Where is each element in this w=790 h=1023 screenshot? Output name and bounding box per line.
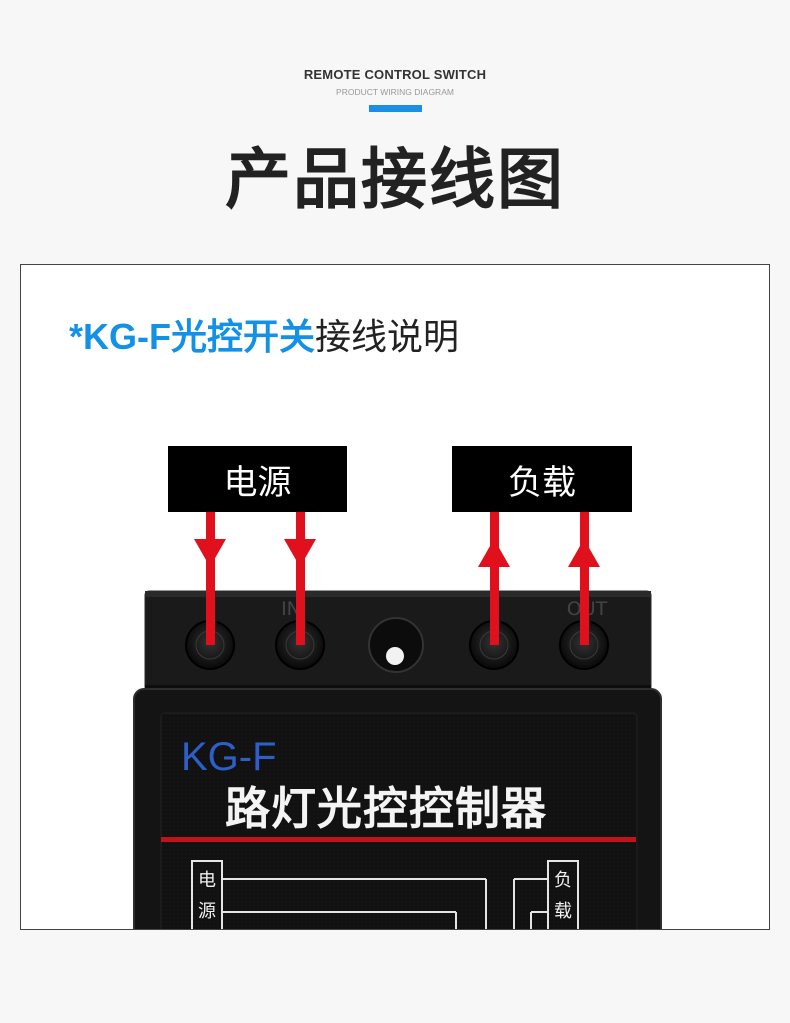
terminal-label-in: IN: [281, 598, 301, 620]
panel-title-rest: 接线说明: [315, 317, 460, 358]
header-title-en: REMOTE CONTROL SWITCH: [303, 67, 487, 82]
power-wire-1: [194, 512, 226, 645]
load-label: 负载: [452, 446, 632, 512]
header-subtitle-en: PRODUCT WIRING DIAGRAM: [336, 87, 454, 97]
inner-schematic: [191, 860, 579, 929]
device-name: 路灯光控控制器: [225, 782, 547, 835]
schematic-power-char-1: 电: [198, 870, 216, 891]
load-wire-2: [568, 512, 600, 645]
schematic-load-char-2: 载: [554, 901, 572, 922]
load-wire-1: [478, 512, 510, 645]
power-label: 电源: [168, 446, 347, 512]
schematic-power-char-2: 源: [198, 901, 216, 922]
page-title: 产品接线图: [225, 141, 565, 218]
power-wire-2: [284, 512, 316, 645]
panel-title: *KG-F光控开关接线说明: [69, 315, 459, 360]
device-model: KG-F: [181, 735, 277, 779]
wiring-diagram-panel: *KG-F光控开关接线说明 IN OUT: [20, 264, 770, 930]
header-accent-bar: [369, 105, 422, 112]
device-red-line: [161, 837, 636, 842]
controller-device: IN OUT KG-F 路灯光控控制器: [133, 512, 662, 929]
schematic-load-char-1: 负: [554, 870, 572, 891]
light-sensor: [368, 617, 424, 673]
device-body: [133, 688, 662, 929]
panel-title-highlight: *KG-F光控开关: [69, 316, 315, 357]
